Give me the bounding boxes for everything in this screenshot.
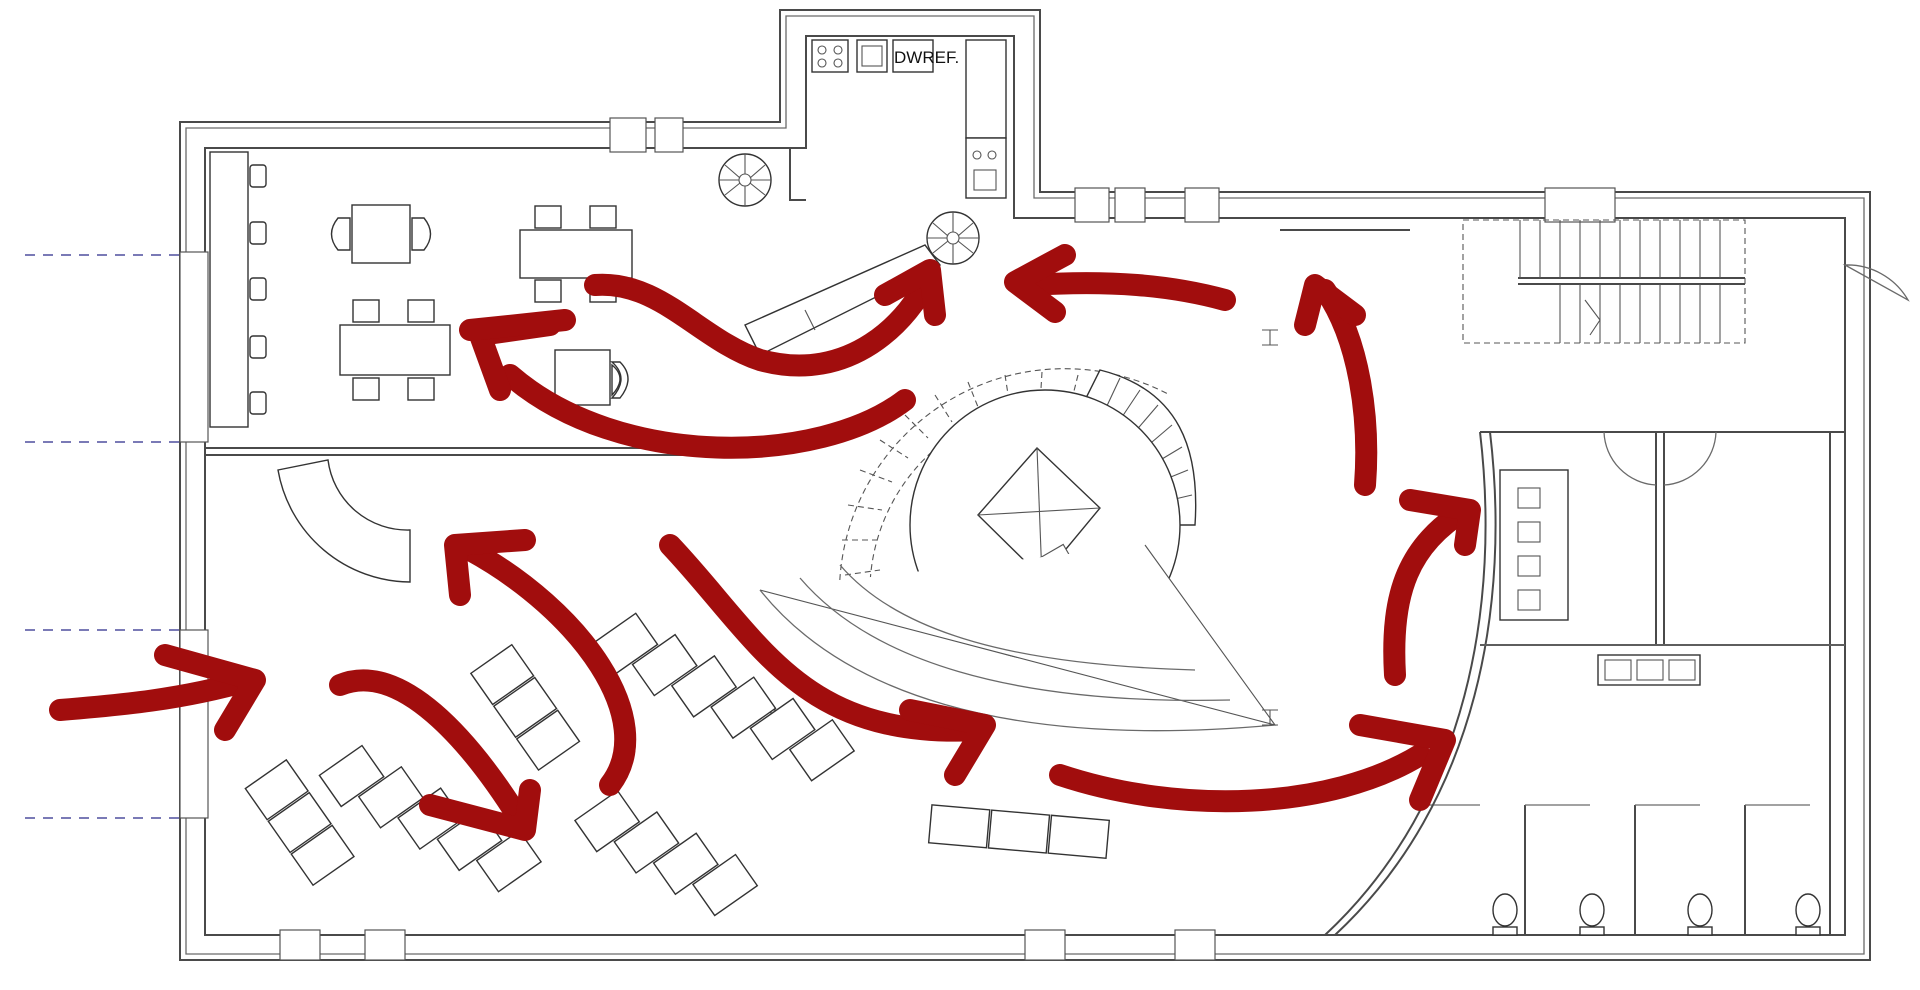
central-stair: UP <box>759 229 1410 732</box>
arrow-dining-left <box>459 309 576 341</box>
arrow-up-lounge-head <box>444 529 536 606</box>
dining-table-2 <box>554 349 629 406</box>
arrow-through-center-head <box>899 699 996 786</box>
arrow-restroom-up <box>1383 499 1476 686</box>
arrow-restroom-up-head <box>1399 489 1481 556</box>
angled-counter <box>744 244 942 356</box>
kitchen-appliance-label: DWREF. <box>894 48 959 67</box>
dishwasher <box>892 39 934 73</box>
dining-table-small <box>330 204 432 264</box>
grid-reference-lines <box>25 254 185 819</box>
lounge-curved-sofa <box>277 459 411 583</box>
small-spiral-stair-right <box>926 211 980 265</box>
circulation-arrows <box>49 244 1481 841</box>
arrow-down-lounge-head <box>419 779 541 841</box>
counter-right <box>965 39 1007 139</box>
arrow-to-restroom-head <box>1349 714 1456 811</box>
arrow-entry <box>49 669 261 721</box>
arrow-to-kitchen <box>1019 272 1236 311</box>
arrow-up-lounge <box>459 539 637 796</box>
small-spiral-stair-left <box>718 153 772 207</box>
arrow-to-restroom <box>1049 744 1431 813</box>
arrow-kitchen-loop <box>584 264 941 377</box>
arrow-to-kitchen-head <box>1004 244 1076 323</box>
kitchen: DWREF. <box>811 39 1007 199</box>
interior-partitions <box>205 148 1845 936</box>
dining-table-4 <box>519 205 633 303</box>
arrow-through-center <box>659 534 991 742</box>
dining-table-6 <box>339 299 451 401</box>
exterior-walls <box>179 9 1910 961</box>
straight-stair <box>1462 219 1746 344</box>
arrow-entry-head <box>154 644 266 741</box>
arrow-kitchen-loop-head <box>874 259 946 326</box>
arrow-down-lounge <box>329 669 531 831</box>
arrow-up-right-head <box>1294 274 1366 336</box>
restroom-fixtures <box>1492 469 1821 936</box>
dining-bar-stools <box>249 164 267 415</box>
arrow-to-dining <box>499 364 916 459</box>
stove <box>811 39 849 73</box>
